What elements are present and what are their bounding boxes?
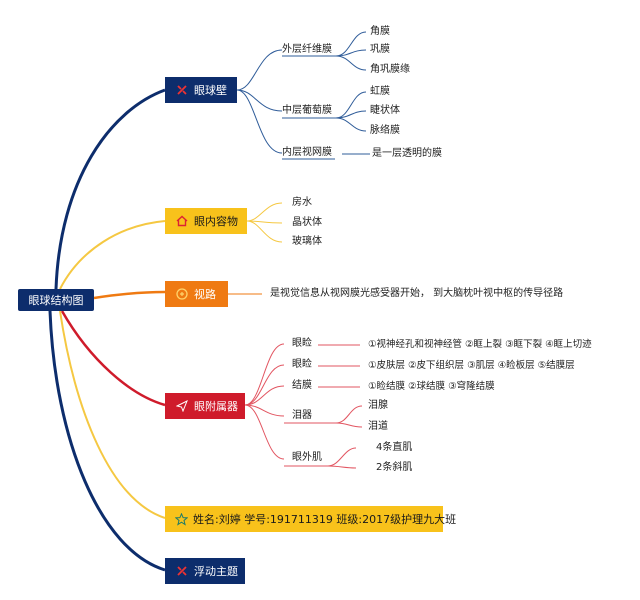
topic-floating[interactable]: 浮动主题 (165, 558, 245, 584)
edge-root-float (48, 310, 166, 572)
topic-label: 姓名:刘婷 学号:191711319 班级:2017级护理九大班 (193, 513, 457, 526)
crossed-tools-icon (175, 564, 189, 578)
lock-icon (175, 287, 189, 301)
edge-root-info (59, 310, 166, 519)
topic-visual-path[interactable]: 视路 (165, 281, 228, 307)
topic-label: 眼附属器 (194, 400, 238, 413)
leaf-iris[interactable]: 虹膜 (370, 86, 390, 97)
leaf-rectus[interactable]: 4条直肌 (376, 442, 413, 453)
leaf-lacrimal-gland[interactable]: 泪腺 (368, 400, 388, 411)
subtopic-extraocular-muscles[interactable]: 眼外肌 (292, 452, 322, 463)
leaf-sclera[interactable]: 巩膜 (370, 44, 390, 55)
house-icon (175, 214, 189, 228)
leaf-ciliary-body[interactable]: 睫状体 (370, 105, 400, 116)
leaf-cornea[interactable]: 角膜 (370, 26, 390, 37)
leaf-limbus[interactable]: 角巩膜缘 (370, 64, 410, 75)
leaf-aqueous[interactable]: 房水 (292, 197, 312, 208)
leaf-orbit-note[interactable]: ①视神经孔和视神经管 ②眶上裂 ③眶下裂 ④眶上切迹 (368, 339, 592, 350)
subtopic-eyelid[interactable]: 眼睑 (292, 359, 312, 370)
subtopic-lacrimal[interactable]: 泪器 (292, 410, 312, 421)
topic-label: 视路 (194, 288, 216, 301)
leaf-eyelid-note[interactable]: ①皮肤层 ②皮下组织层 ③肌层 ④睑板层 ⑤结膜层 (368, 360, 575, 371)
leaf-vitreous[interactable]: 玻璃体 (292, 236, 322, 247)
topic-author-info[interactable]: 姓名:刘婷 学号:191711319 班级:2017级护理九大班 (165, 506, 456, 532)
star-icon (175, 512, 188, 526)
subtopic-conjunctiva[interactable]: 结膜 (292, 380, 312, 391)
topic-label: 浮动主题 (194, 565, 238, 578)
leaf-visual-path-note[interactable]: 是视觉信息从视网膜光感受器开始， 到大脑枕叶视中枢的传导径路 (270, 288, 564, 299)
paper-plane-icon (175, 399, 189, 413)
crossed-tools-icon (175, 83, 189, 97)
topic-label: 眼球壁 (194, 84, 227, 97)
leaf-lacrimal-duct[interactable]: 泪道 (368, 421, 388, 432)
subtopic-orbit[interactable]: 眼睑 (292, 338, 312, 349)
subtopic-middle-layer[interactable]: 中层葡萄膜 (282, 105, 332, 116)
edge-root-wall (54, 88, 166, 290)
edge-root-contents (59, 220, 166, 290)
leaf-lens[interactable]: 晶状体 (292, 217, 322, 228)
edge-root-path (93, 290, 166, 300)
leaf-choroid[interactable]: 脉络膜 (370, 125, 400, 136)
edge-root-adnexa (60, 310, 166, 407)
topic-label: 眼内容物 (194, 215, 238, 228)
topic-eye-contents[interactable]: 眼内容物 (165, 208, 247, 234)
subtopic-outer-layer[interactable]: 外层纤维膜 (282, 44, 332, 55)
leaf-conjunctiva-note[interactable]: ①睑结膜 ②球结膜 ③穹隆结膜 (368, 381, 495, 392)
subtopic-inner-layer[interactable]: 内层视网膜 (282, 147, 332, 158)
leaf-oblique[interactable]: 2条斜肌 (376, 462, 413, 473)
root-topic[interactable]: 眼球结构图 (18, 289, 94, 311)
leaf-retina-note[interactable]: 是一层透明的膜 (372, 148, 442, 159)
topic-adnexa[interactable]: 眼附属器 (165, 393, 245, 419)
topic-eye-wall[interactable]: 眼球壁 (165, 77, 237, 103)
